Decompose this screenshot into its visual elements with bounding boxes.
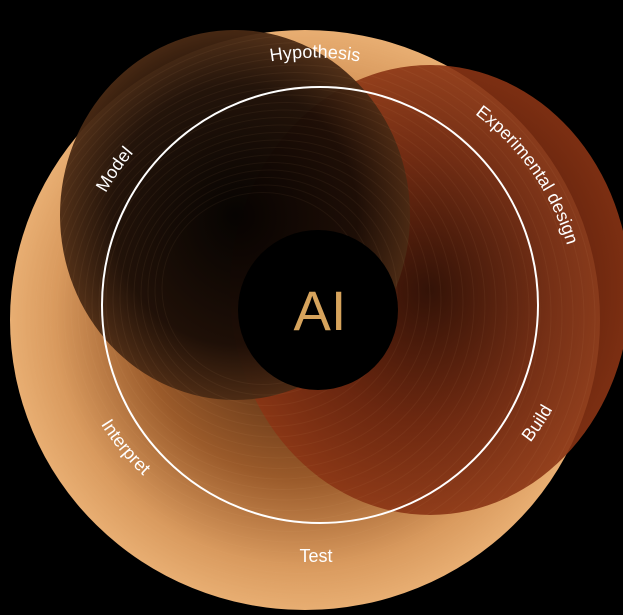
texture-line (84, 109, 486, 501)
texture-line (21, 42, 585, 595)
swirl-texture (14, 34, 596, 606)
texture-line (42, 64, 552, 564)
texture-line (56, 79, 530, 543)
texture-line (63, 87, 519, 532)
texture-line (77, 102, 497, 511)
cycle-ring (101, 86, 539, 524)
texture-line (98, 124, 464, 480)
center-hole (238, 230, 398, 390)
texture-line (119, 147, 431, 448)
texture-line (14, 34, 596, 606)
texture-line (133, 162, 409, 427)
texture-line (28, 49, 574, 585)
texture-line (105, 132, 453, 469)
texture-line (91, 117, 475, 490)
center-label: AI (294, 279, 347, 342)
texture-line (49, 72, 541, 553)
texture-line (126, 154, 420, 438)
texture-line (112, 139, 442, 459)
step-label-test: Test (299, 546, 332, 566)
texture-line (35, 57, 563, 574)
texture-line (140, 169, 398, 417)
